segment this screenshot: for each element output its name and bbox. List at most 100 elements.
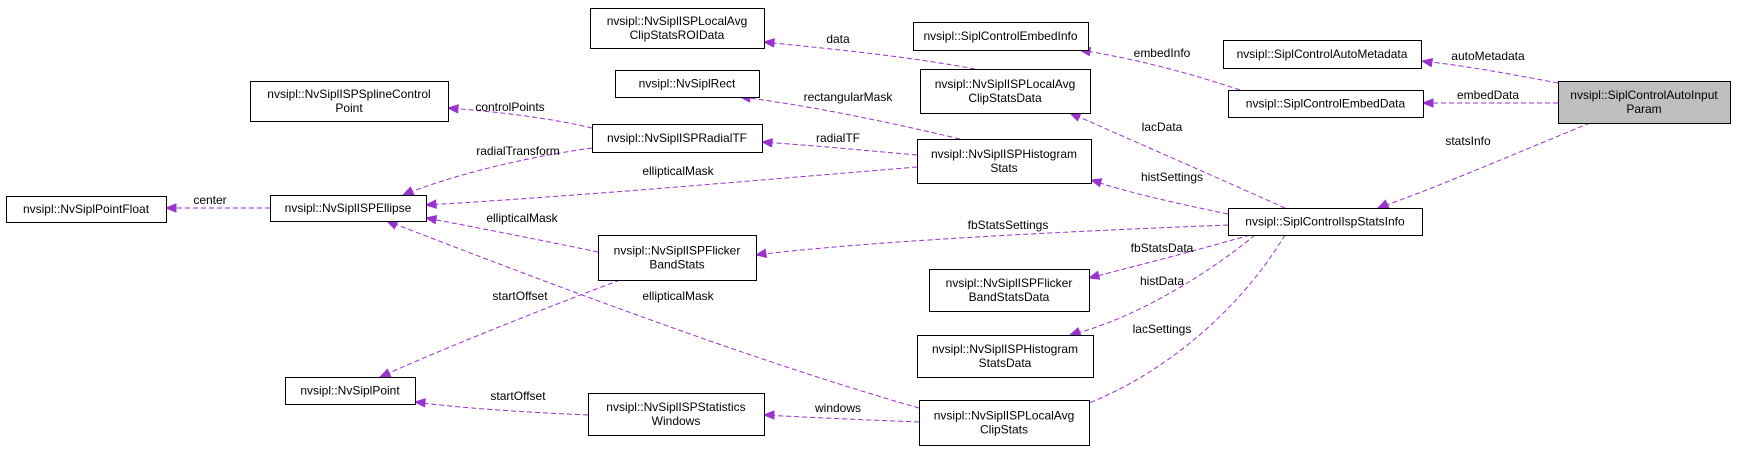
class-node-label: nvsipl::NvSiplISPSplineControl: [267, 87, 430, 101]
class-node-label: nvsipl::SiplControlIspStatsInfo: [1245, 215, 1405, 229]
edge-arrowhead: [760, 138, 773, 148]
class-node-box: [1228, 90, 1424, 118]
class-node-box: [250, 81, 449, 122]
class-node-embeddata[interactable]: nvsipl::SiplControlEmbedData: [1228, 90, 1424, 118]
edge-line: [386, 220, 920, 409]
class-node-box: [285, 377, 416, 405]
class-node-box: [6, 196, 167, 223]
class-node-box: [590, 8, 765, 49]
edge-line: [1088, 234, 1251, 279]
class-node-label: BandStats: [649, 258, 704, 272]
edge-ctrlpts: controlPoints: [446, 100, 593, 129]
class-node-box: [917, 139, 1092, 184]
class-node-lacroi[interactable]: nvsipl::NvSiplISPLocalAvgClipStatsROIDat…: [590, 8, 765, 49]
class-node-embedinfo[interactable]: nvsipl::SiplControlEmbedInfo: [913, 22, 1089, 51]
edge-line: [1069, 112, 1286, 209]
class-node-label: BandStatsData: [969, 290, 1050, 304]
edge-histsettings: histSettings: [1089, 170, 1229, 215]
edge-layer: autoMetadataembedDatastatsInfoembedInfod…: [164, 32, 1591, 423]
class-node-label: Param: [1626, 102, 1661, 116]
edge-embed: embedData: [1421, 88, 1558, 108]
class-node-label: StatsData: [979, 356, 1032, 370]
class-node-point[interactable]: nvsipl::NvSiplPoint: [285, 377, 416, 405]
edge-arrowhead: [1068, 326, 1082, 336]
edge-label: radialTransform: [476, 144, 560, 158]
edge-line: [1421, 60, 1559, 84]
edge-radialtf: radialTF: [760, 131, 918, 156]
edge-radialtransform: radialTransform: [401, 144, 593, 196]
class-node-box: [1558, 81, 1731, 124]
edge-label: center: [193, 193, 226, 207]
edge-line: [414, 401, 589, 416]
edge-line: [379, 279, 621, 378]
edge-label: lacSettings: [1133, 322, 1192, 336]
class-node-label: nvsipl::NvSiplISPLocalAvg: [935, 77, 1076, 91]
class-node-label: Stats: [990, 161, 1017, 175]
edge-line: [739, 96, 961, 140]
edge-statsinfo: statsInfo: [1376, 122, 1591, 209]
class-node-label: Windows: [652, 414, 701, 428]
class-node-pointf[interactable]: nvsipl::NvSiplPointFloat: [6, 196, 167, 223]
edge-arrowhead: [385, 220, 399, 230]
class-node-rect[interactable]: nvsipl::NvSiplRect: [615, 70, 760, 98]
edge-arrowhead: [754, 248, 768, 258]
edge-label: embedInfo: [1134, 46, 1191, 60]
class-node-box: [588, 393, 765, 436]
class-node-box: [615, 70, 760, 98]
class-node-ellipse[interactable]: nvsipl::NvSiplISPEllipse: [270, 195, 427, 222]
edge-line: [1377, 122, 1591, 209]
edge-arrowhead: [446, 104, 459, 114]
class-node-label: nvsipl::NvSiplPointFloat: [23, 202, 150, 216]
edge-label: ellipticalMask: [642, 164, 714, 178]
class-node-ispstats[interactable]: nvsipl::SiplControlIspStatsInfo: [1228, 208, 1423, 236]
edge-line: [1079, 49, 1241, 91]
edge-arrowhead: [401, 186, 415, 196]
edge-label: data: [826, 32, 850, 46]
class-node-label: nvsipl::NvSiplPoint: [300, 384, 400, 398]
class-node-box: [917, 335, 1094, 378]
edge-line: [755, 224, 1229, 256]
class-node-label: nvsipl::SiplControlEmbedInfo: [923, 29, 1077, 43]
edge-label: startOffset: [490, 389, 546, 403]
edge-line: [763, 41, 976, 70]
edge-line: [1090, 179, 1229, 215]
class-node-radial[interactable]: nvsipl::NvSiplISPRadialTF: [592, 124, 763, 153]
edge-label: windows: [814, 401, 861, 415]
edge-label: radialTF: [816, 131, 860, 145]
class-node-autometa[interactable]: nvsipl::SiplControlAutoMetadata: [1223, 40, 1422, 69]
class-node-box: [598, 235, 757, 281]
edge-label: histSettings: [1141, 170, 1203, 184]
edge-startoffset1: startOffset: [378, 279, 621, 378]
edge-label: lacData: [1142, 120, 1183, 134]
edge-lacdata: lacData: [1068, 112, 1286, 209]
edge-label: startOffset: [492, 289, 548, 303]
class-node-label: Point: [335, 101, 363, 115]
class-node-box: [929, 269, 1090, 312]
edge-arrowhead: [413, 398, 426, 408]
edge-label: statsInfo: [1445, 134, 1491, 148]
class-node-box: [270, 195, 427, 222]
edge-label: fbStatsData: [1131, 241, 1194, 255]
edge-label: ellipticalMask: [642, 289, 714, 303]
class-node-label: ClipStats: [980, 423, 1028, 437]
edge-fbdata: fbStatsData: [1087, 234, 1251, 280]
class-node-box: [913, 22, 1089, 51]
edge-line: [1069, 234, 1286, 411]
edge-arrowhead: [1089, 178, 1103, 188]
edge-histdata: histData: [1068, 234, 1256, 336]
edge-line: [402, 147, 593, 196]
class-node-label: ClipStatsData: [968, 91, 1042, 105]
edge-label: ellipticalMask: [486, 211, 558, 225]
class-node-label: nvsipl::NvSiplISPLocalAvg: [934, 409, 1075, 423]
class-node-label: ClipStatsROIData: [630, 28, 725, 42]
edge-line: [1069, 234, 1256, 336]
